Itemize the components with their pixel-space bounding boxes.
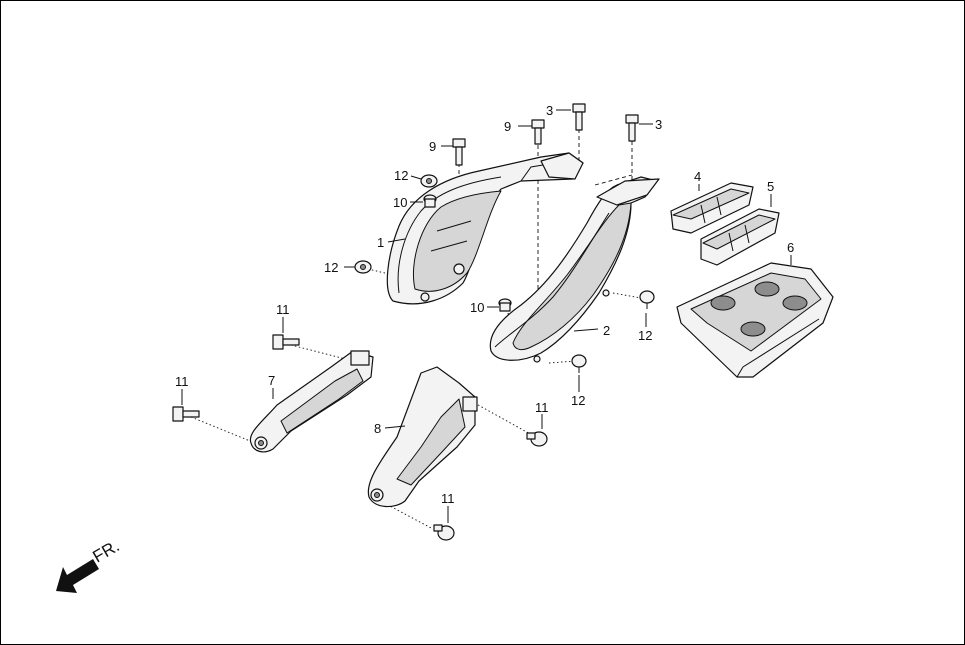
callout-9-center: 9 [504,119,511,134]
callout-5: 5 [767,179,774,194]
callout-6: 6 [787,240,794,255]
callout-leaders [181,109,792,523]
callout-10-left: 10 [393,195,407,210]
callout-7: 7 [268,373,275,388]
part-2-right-grab-rail [489,176,660,363]
callout-10-lower: 10 [470,300,484,315]
collar-10-left [423,194,437,208]
clip-12-lower [571,354,587,373]
callout-11-lower: 11 [441,491,455,506]
part-6-carrier-plate [676,262,834,378]
bolt-9-left [452,138,466,166]
bolt-3-right [625,114,639,142]
callout-3-right: 3 [655,117,662,132]
part-4-grip-pad [670,182,754,234]
bolt-3-center [572,103,586,131]
callout-1: 1 [377,235,384,250]
callout-11-left: 11 [175,374,189,389]
bolt-11-upper [272,334,300,350]
front-direction-indicator: FR. [56,536,123,593]
callout-12-left: 12 [324,260,338,275]
callout-12-lower: 12 [571,393,585,408]
callout-11-right: 11 [535,400,549,415]
callout-12-upper-left: 12 [394,168,408,183]
bolt-11-right [526,431,548,447]
part-8-lower-cover [367,366,478,508]
clip-12-upper-left [420,174,438,188]
callout-3-center: 3 [546,103,553,118]
callout-9-left: 9 [429,139,436,154]
part-7-side-bracket [249,350,374,453]
front-arrow-icon [56,559,99,593]
callout-labels: 1 2 3 3 4 5 6 7 8 9 9 10 10 11 11 11 11 … [175,103,794,506]
callout-4: 4 [694,169,701,184]
clip-12-right [639,290,655,309]
callout-12-right: 12 [638,328,652,343]
bolt-9-center [531,119,545,145]
part-5-grip-pad [700,208,780,266]
bolt-11-lower [433,524,455,541]
clip-12-left [354,260,372,274]
bolt-11-left [172,406,200,422]
callout-8: 8 [374,421,381,436]
callout-11-upper: 11 [276,302,290,317]
callout-2: 2 [603,323,610,338]
collar-10-lower [498,298,512,312]
part-1-left-grab-rail [386,152,584,305]
